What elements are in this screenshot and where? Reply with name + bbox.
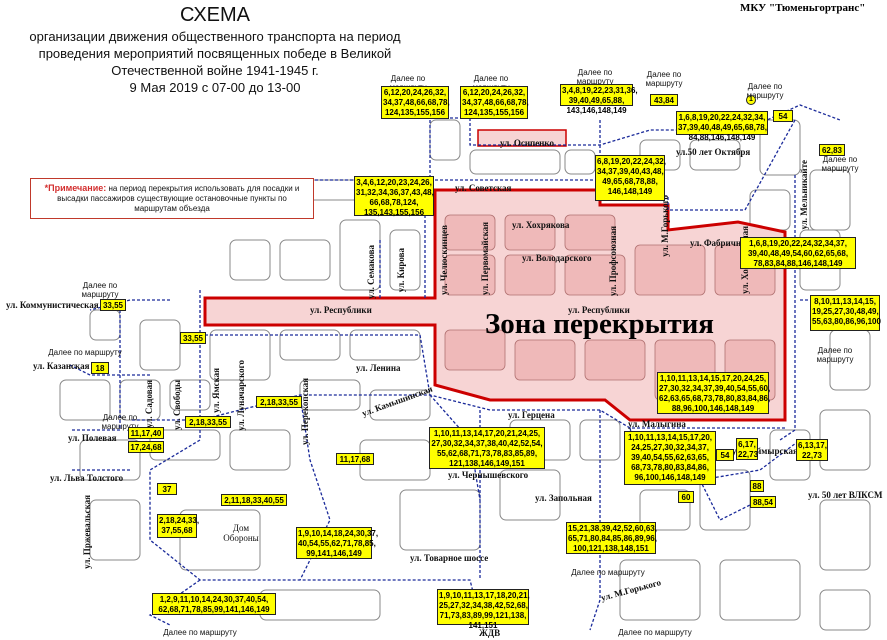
street-melnikayte: ул. Мельникайте bbox=[799, 160, 809, 230]
further-label-13: Далее по маршруту bbox=[618, 628, 692, 637]
route-box: 37 bbox=[157, 483, 177, 495]
route-box: 1,6,8,19,20,22,24,32,34, 37,39,40,48,49,… bbox=[676, 111, 768, 142]
scheme-title: СХЕМА bbox=[180, 4, 250, 26]
further-label-6: Далее по маршруту bbox=[821, 155, 859, 173]
route-box: 17,24,68 bbox=[128, 441, 164, 453]
street-przhevalskaya: ул. Пржевальская bbox=[82, 495, 92, 569]
street-kommunisticheskaya: ул. Коммунистическая bbox=[6, 300, 99, 310]
street-50-let-vlksm: ул. 50 лет ВЛКСМ bbox=[808, 490, 883, 500]
street-svobody: ул. Свободы bbox=[172, 380, 182, 430]
route-box: 33,55 bbox=[100, 299, 126, 311]
further-label-7: Далее по маршруту bbox=[81, 281, 119, 299]
route-box: 15,21,38,39,42,52,60,63, 65,71,80,84,85,… bbox=[566, 522, 657, 554]
route-box: 11,17,40 bbox=[128, 427, 164, 439]
further-label-4: Далее по маршруту bbox=[645, 70, 683, 88]
route-box: 3,4,6,12,20,23,24,26, 31,32,34,36,37,43,… bbox=[354, 176, 434, 217]
route-box: 18 bbox=[91, 362, 109, 374]
street-lva-tolstogo: ул. Льва Толстого bbox=[50, 473, 124, 483]
street-semakova: ул. Семакова bbox=[366, 245, 376, 299]
route-box: 33,55 bbox=[180, 332, 206, 344]
route-box: 8,10,11,13,14,15, 19,25,27,30,48,49, 55,… bbox=[810, 295, 881, 331]
street-gertsena: ул. Герцена bbox=[508, 410, 555, 420]
route-box: 2,11,18,33,40,55 bbox=[221, 494, 287, 506]
route-box: 60 bbox=[678, 491, 694, 503]
route-box: 1,9,10,14,18,24,30,37, 40,54,55,62,71,78… bbox=[296, 527, 379, 559]
street-chelyuskintsev: ул. Челюскинцев bbox=[439, 225, 449, 295]
route-box: 1,10,11,13,14,15,17,20,24,25, 27,30,32,3… bbox=[657, 372, 771, 414]
further-label-8: Далее по маршруту bbox=[48, 348, 122, 357]
osipenko-closure bbox=[477, 129, 567, 147]
street-sovetskaya: ул. Советская bbox=[455, 183, 512, 193]
street-profsoyuznaya: ул. Профсоюзная bbox=[608, 226, 618, 297]
route-box: 2,18,33,55 bbox=[256, 396, 302, 408]
route-box: 54 bbox=[773, 110, 793, 122]
route-box: 2,18,33,55 bbox=[185, 416, 231, 428]
route-box: 6,12,20,24,26,32, 34,37,48,66,68,78, 124… bbox=[460, 86, 529, 119]
further-label-12: Далее по маршруту bbox=[571, 568, 645, 577]
route-box: 3,4,8,19,22,23,31,36, 39,40,49,65,88, 14… bbox=[560, 84, 638, 115]
street-respubliki-east: ул. Республики bbox=[568, 305, 630, 315]
route-box: 11,17,68 bbox=[336, 453, 374, 465]
street-tovarnoe-shosse: ул. Товарное шоссе bbox=[410, 553, 489, 563]
further-label-3: Далее по маршруту bbox=[576, 68, 614, 86]
street-chernyshevskogo: ул. Чернышевского bbox=[448, 470, 529, 480]
organization-label: МКУ "Тюменьгортранс" bbox=[740, 2, 866, 14]
route-box: 1,6,8,19,20,22,24,32,34,37, 39,40,48,49,… bbox=[740, 237, 856, 269]
route-box: 1,9,10,11,13,17,18,20,21, 25,27,32,34,38… bbox=[437, 589, 530, 630]
scheme-subtitle-line-4: 9 Мая 2019 с 07-00 до 13-00 bbox=[129, 80, 301, 95]
street-polevaya: ул. Полевая bbox=[68, 433, 117, 443]
scheme-subtitle-line-2: проведения мероприятий посвященных побед… bbox=[38, 46, 392, 61]
further-label-10: Далее по маршруту bbox=[101, 413, 139, 431]
street-yamskaya: ул. Ямская bbox=[211, 368, 221, 413]
route-box: 88,54 bbox=[750, 496, 776, 508]
route-box: 1,10,11,13,14,15,17,20, 24,25,27,30,32,3… bbox=[624, 431, 716, 485]
street-volodarskogo: ул. Володарского bbox=[522, 253, 592, 263]
closure-zone-label: Зона перекрытия bbox=[485, 308, 714, 340]
route-box: 62,83 bbox=[819, 144, 845, 156]
route-box: 43,84 bbox=[650, 94, 678, 106]
further-label-11: Далее по маршруту bbox=[163, 628, 237, 637]
street-lunacharskogo: ул. Луначарского bbox=[236, 360, 246, 431]
dom-oborony-label: Дом Обороны bbox=[223, 523, 259, 543]
street-perekopskaya: ул. Перекопская bbox=[300, 378, 310, 445]
street-pervomayskaya: ул. Первомайская bbox=[480, 222, 490, 296]
street-m-gorkogo-north: ул. М.Горького bbox=[660, 195, 670, 257]
route-box: 6,8,19,20,22,24,32, 34,37,39,40,43,48, 4… bbox=[595, 155, 666, 201]
street-lenina: ул. Ленина bbox=[356, 363, 401, 373]
street-fabrichnaya: ул. Фабричная bbox=[690, 238, 751, 248]
scheme-subtitle-line-3: Отечественной войне 1941-1945 г. bbox=[111, 63, 319, 78]
route-box: 6,17, 22,73 bbox=[736, 438, 759, 460]
route-box: 6,12,20,24,26,32, 34,37,48,66,68,78, 124… bbox=[381, 86, 450, 119]
further-label-9: Далее по маршруту bbox=[816, 346, 854, 364]
street-taymyrskaya: ул. Таймырская bbox=[732, 446, 798, 456]
route-box: 2,18,24,33, 37,55,68 bbox=[157, 514, 199, 538]
further-label-5: Далее по маршруту bbox=[746, 82, 784, 100]
street-50-let-oktyabrya: ул.50 лет Октября bbox=[676, 147, 751, 157]
street-zapolnaya: ул. Запольная bbox=[535, 493, 592, 503]
route-box: 88 bbox=[750, 480, 764, 492]
note-box: *Примечание: на период перекрытия исполь… bbox=[30, 178, 314, 219]
note-label: *Примечание: bbox=[44, 183, 107, 193]
route-box: 1,2,9,11,10,14,24,30,37,40,54, 62,68,71,… bbox=[152, 593, 276, 615]
route-box: 6,13,17, 22,73 bbox=[796, 439, 828, 461]
street-osipenko: ул. Осипенко bbox=[500, 138, 554, 148]
street-kirova: ул. Кирова bbox=[396, 248, 406, 293]
note-text: на период перекрытия использовать для по… bbox=[57, 184, 300, 213]
route-box: 54 bbox=[716, 449, 734, 461]
route-box: 1,10,11,13,14,17,20,21,24,25, 27,30,32,3… bbox=[429, 427, 545, 469]
street-malygina: ул. Малыгина bbox=[628, 419, 686, 429]
street-zhdv: ЖДВ bbox=[479, 628, 501, 638]
street-kazanskaya: ул. Казанская bbox=[33, 361, 90, 371]
route-box: 1 bbox=[746, 95, 756, 105]
street-respubliki-west: ул. Республики bbox=[310, 305, 372, 315]
scheme-subtitle-line-1: организации движения общественного транс… bbox=[29, 29, 401, 44]
street-khokhryakova: ул. Хохрякова bbox=[512, 220, 570, 230]
